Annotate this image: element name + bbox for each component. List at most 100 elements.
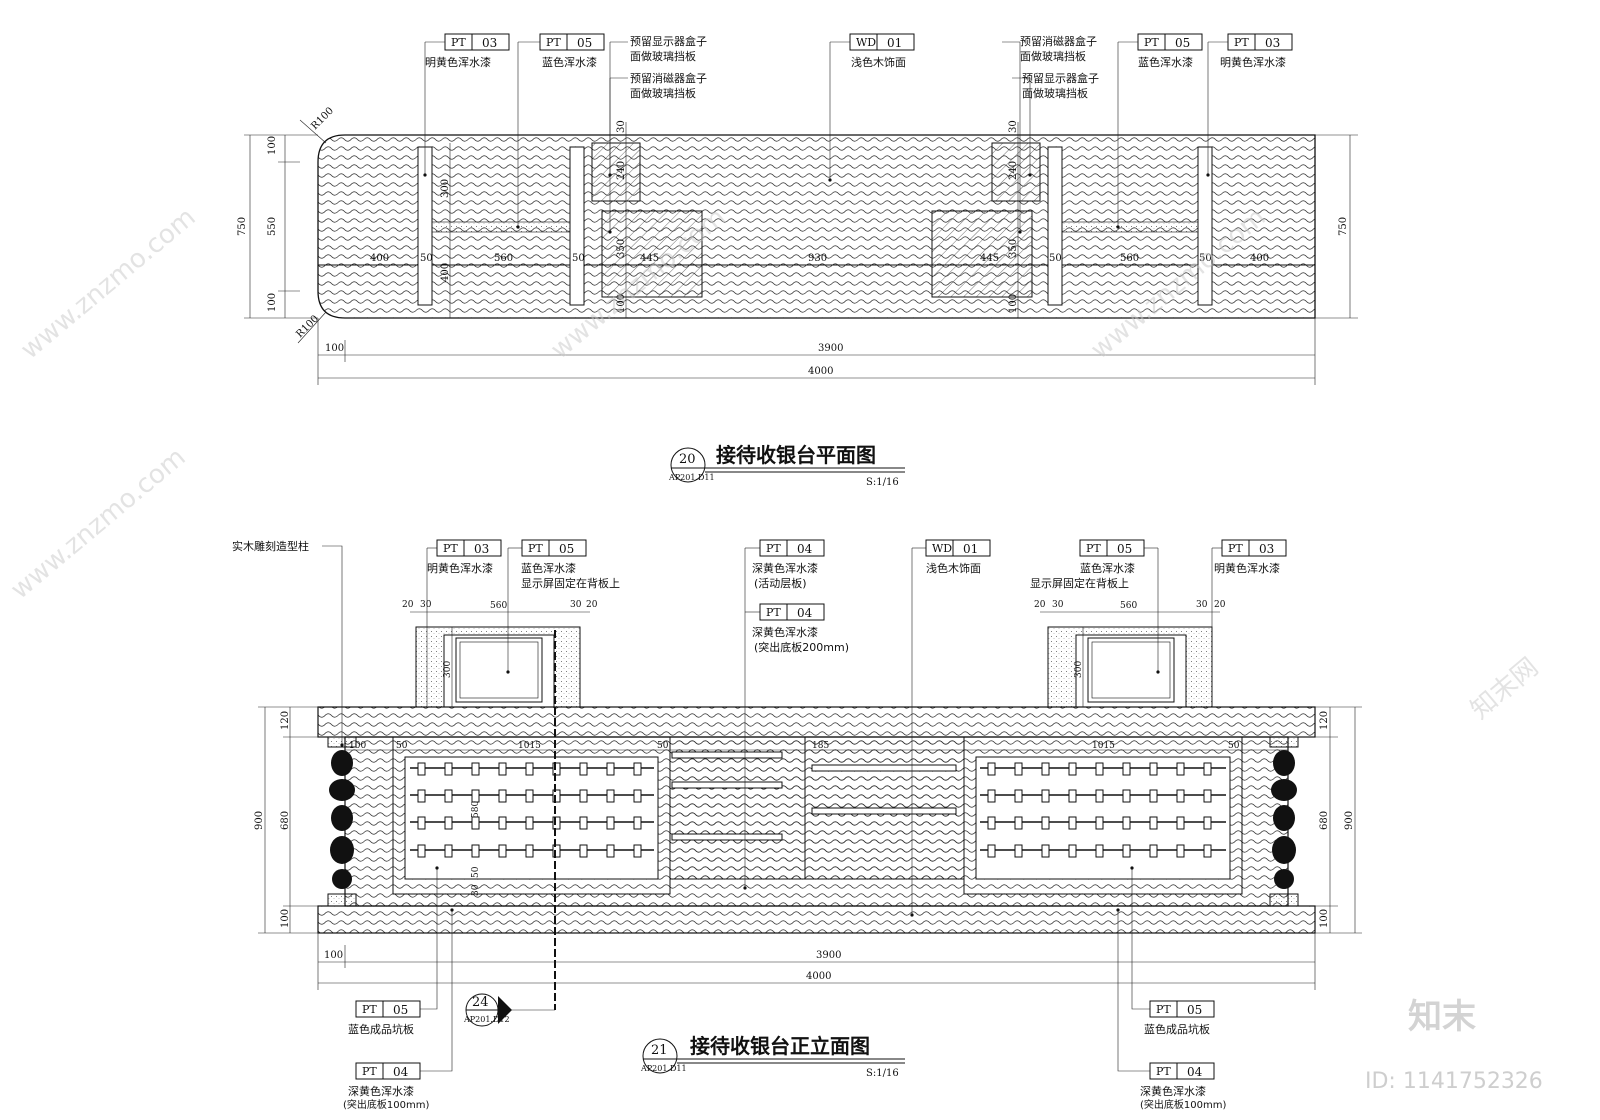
- plan-dim-inner: 240: [616, 161, 627, 180]
- elevation-base-slab: [317, 905, 1316, 934]
- svg-text:PT: PT: [362, 1065, 377, 1078]
- plan-dim-overall: 100 3900 4000: [317, 318, 1316, 385]
- material-tag: WD 01 浅色木饰面: [830, 33, 915, 69]
- plan-dim: 560: [1120, 253, 1139, 264]
- hook: [552, 762, 561, 776]
- svg-text:680: 680: [1319, 811, 1330, 830]
- svg-text:03: 03: [1265, 36, 1280, 50]
- svg-text:PT: PT: [766, 606, 781, 619]
- svg-text:680: 680: [280, 811, 291, 830]
- plan-recess: [1061, 221, 1199, 233]
- hook: [633, 844, 642, 858]
- material-tag: PT 05 蓝色成品坑板: [1144, 1000, 1215, 1036]
- hook: [1014, 816, 1023, 830]
- svg-text:01: 01: [887, 36, 902, 50]
- svg-text:显示屏固定在背板上: 显示屏固定在背板上: [521, 576, 620, 590]
- svg-text:面做玻璃挡板: 面做玻璃挡板: [630, 49, 696, 63]
- svg-text:50: 50: [471, 866, 481, 878]
- hook: [606, 789, 615, 803]
- svg-text:WD: WD: [856, 36, 876, 49]
- hook: [987, 844, 996, 858]
- section-ref-sheet: AP201.D12: [463, 1015, 510, 1024]
- svg-text:PT: PT: [1144, 36, 1159, 49]
- svg-text:04: 04: [797, 542, 813, 556]
- svg-text:蓝色浑水漆: 蓝色浑水漆: [1138, 55, 1193, 69]
- svg-text:30: 30: [570, 600, 582, 610]
- plan-dim-overall-text: 100: [325, 343, 344, 354]
- svg-text:蓝色成品坑板: 蓝色成品坑板: [1144, 1022, 1210, 1036]
- material-tag: PT 05 蓝色浑水漆 显示屏固定在背板上: [1030, 539, 1160, 674]
- svg-text:深黄色浑水漆: 深黄色浑水漆: [752, 561, 818, 575]
- elevation-dims-vertical: 900 120 680 100 120 680 900 100: [254, 706, 1362, 934]
- hook: [1068, 789, 1077, 803]
- svg-text:PT: PT: [362, 1003, 377, 1016]
- svg-text:1015: 1015: [518, 741, 541, 751]
- svg-text:580: 580: [471, 801, 481, 818]
- hook: [525, 816, 534, 830]
- monitor-housing-right: [1047, 626, 1213, 708]
- hook: [525, 762, 534, 776]
- svg-text:900: 900: [254, 811, 265, 830]
- section-ref-number: 24: [472, 995, 489, 1010]
- hook: [1041, 762, 1050, 776]
- watermark-id: ID: 1141752326: [1365, 1069, 1543, 1094]
- elevation-ref-number: 21: [651, 1043, 668, 1058]
- hook: [1014, 844, 1023, 858]
- svg-text:PT: PT: [1156, 1003, 1171, 1016]
- hook: [579, 762, 588, 776]
- radius-label: R100: [294, 314, 321, 341]
- hook: [606, 762, 615, 776]
- hook: [1149, 816, 1158, 830]
- hook: [471, 762, 480, 776]
- plan-dim-overall-text: 3900: [818, 343, 843, 354]
- svg-text:深黄色浑水漆: 深黄色浑水漆: [1140, 1084, 1206, 1098]
- hook: [1014, 762, 1023, 776]
- plan-dim: 930: [808, 253, 827, 264]
- hook: [471, 844, 480, 858]
- elevation-title: 接待收银台正立面图: [690, 1034, 870, 1058]
- svg-text:04: 04: [797, 606, 813, 620]
- material-tag: PT 03 明黄色浑水漆: [1211, 539, 1287, 706]
- svg-text:明黄色浑水漆: 明黄色浑水漆: [427, 561, 493, 575]
- hook: [633, 789, 642, 803]
- svg-text:实木雕刻造型柱: 实木雕刻造型柱: [232, 539, 309, 553]
- plan-dim-left: 100 550 100 750: [237, 134, 318, 319]
- svg-text:PT: PT: [1234, 36, 1249, 49]
- hook: [633, 816, 642, 830]
- hook: [579, 789, 588, 803]
- svg-text:面做玻璃挡板: 面做玻璃挡板: [1022, 86, 1088, 100]
- hook: [1176, 844, 1185, 858]
- svg-text:50: 50: [657, 741, 669, 751]
- svg-text:3900: 3900: [816, 950, 841, 961]
- watermark-brand: 知末网: [1465, 652, 1544, 725]
- svg-text:1015: 1015: [1092, 741, 1115, 751]
- plan-dim-v: 750: [1338, 217, 1349, 236]
- svg-text:预留显示器盒子: 预留显示器盒子: [1022, 71, 1099, 85]
- svg-text:蓝色浑水漆: 蓝色浑水漆: [542, 55, 597, 69]
- plan-notes-right: 预留消磁器盒子 面做玻璃挡板 预留显示器盒子 面做玻璃挡板: [1002, 34, 1099, 100]
- svg-text:预留显示器盒子: 预留显示器盒子: [630, 34, 707, 48]
- hook: [1203, 762, 1212, 776]
- plan-dim-inner: 30: [1008, 120, 1019, 133]
- hook: [1068, 844, 1077, 858]
- svg-text:100: 100: [349, 741, 366, 751]
- svg-text:560: 560: [1120, 601, 1137, 611]
- svg-text:4000: 4000: [806, 971, 831, 982]
- svg-text:120: 120: [280, 711, 291, 730]
- svg-text:560: 560: [490, 601, 507, 611]
- svg-text:WD: WD: [932, 542, 952, 555]
- svg-text:20: 20: [1034, 600, 1046, 610]
- hook: [1068, 762, 1077, 776]
- hook: [444, 762, 453, 776]
- movable-shelves: [671, 751, 957, 841]
- material-tag: PT 03 明黄色浑水漆: [426, 539, 502, 706]
- plan-title-block: 20 AP201.D11 接待收银台平面图 S:1/16: [668, 443, 905, 488]
- elevation-view: 20 30 560 30 20 20 30 560 30 20 300 300 …: [232, 539, 1362, 1111]
- svg-text:PT: PT: [1156, 1065, 1171, 1078]
- svg-text:03: 03: [482, 36, 497, 50]
- svg-text:30: 30: [420, 600, 432, 610]
- plan-dim: 50: [1049, 253, 1062, 264]
- radius-label: R100: [309, 106, 336, 133]
- svg-text:20: 20: [586, 600, 598, 610]
